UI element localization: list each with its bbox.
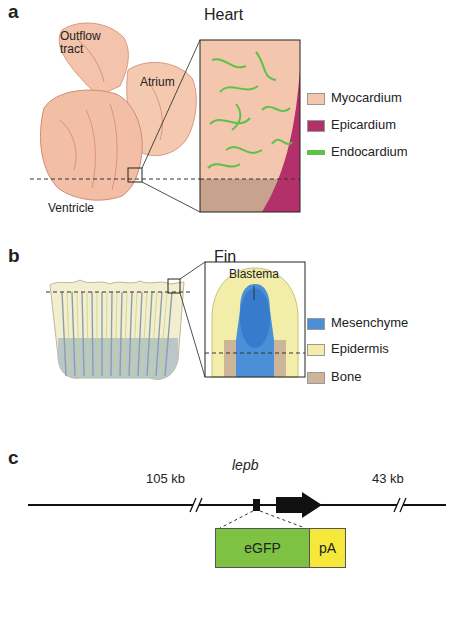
leader-line: [254, 286, 255, 300]
break-gap: [193, 498, 199, 512]
heart-texture: [60, 40, 162, 190]
inset-background: [205, 262, 305, 377]
box-text: eGFP: [244, 540, 281, 556]
distance-label: 43 kb: [372, 472, 432, 486]
part-label: Ventricle: [48, 202, 128, 215]
construct-box: pA: [309, 528, 346, 568]
fin-body: [50, 280, 184, 379]
zoom-line: [142, 40, 200, 168]
dashed-lead: [220, 511, 253, 528]
bone-right: [274, 340, 286, 377]
legend-swatch: [307, 93, 325, 105]
fin-drawing: [46, 262, 205, 379]
ventricle-shape: [40, 90, 142, 200]
dashed-lead: [260, 511, 305, 528]
legend-swatch: [307, 318, 325, 330]
fin-inset: [205, 262, 305, 377]
legend-swatch: [307, 150, 325, 155]
legend-text: Mesenchyme: [331, 316, 451, 330]
legend-swatch: [307, 344, 325, 356]
outflow-tract-shape: [59, 23, 128, 96]
zoom-line: [142, 182, 200, 212]
zoom-line: [180, 293, 205, 377]
inset-frame: [200, 40, 300, 212]
bone-left: [224, 340, 236, 377]
fin-rays: [62, 292, 172, 376]
mesenchyme: [236, 284, 274, 377]
epidermis-dome: [212, 268, 298, 377]
panel-title: Fin: [214, 248, 274, 266]
legend-text: Endocardium: [331, 145, 451, 159]
legend-text: Epidermis: [331, 342, 451, 356]
heart-inset: [200, 40, 300, 212]
distance-label: 105 kb: [146, 472, 216, 486]
part-label: Atrium: [140, 76, 200, 89]
break-gap: [397, 498, 403, 512]
part-label: Blastema: [229, 268, 299, 281]
inset-frame: [205, 262, 305, 377]
chromosome-line: [28, 504, 446, 506]
panel-title: Heart: [204, 6, 284, 24]
amputation-line: [205, 353, 305, 354]
locus-drawing: [28, 492, 446, 528]
construct-box: eGFP: [215, 528, 310, 568]
inset-marker: [168, 279, 180, 293]
break-mark: [394, 498, 406, 512]
legend-swatch: [307, 372, 325, 384]
legend-text: Myocardium: [331, 91, 451, 105]
panel-letter: a: [8, 2, 38, 23]
amputation-line: [200, 179, 300, 180]
box-text: pA: [319, 540, 336, 556]
blastema-core: [240, 288, 270, 348]
break-mark: [190, 498, 202, 512]
gene-arrow: [276, 492, 322, 518]
endocardium-lines: [208, 52, 292, 168]
insertion-site: [253, 499, 260, 511]
heart-drawing: [30, 23, 200, 212]
myocardium-area: [200, 40, 300, 212]
legend-swatch: [307, 120, 325, 132]
amputation-line: [30, 179, 200, 180]
legend-text: Bone: [331, 370, 451, 384]
inset-marker: [128, 168, 142, 182]
part-label: Outflow tract: [60, 30, 120, 56]
gene-name: lepb: [232, 458, 282, 473]
legend-text: Epicardium: [331, 118, 451, 132]
zoom-line: [180, 262, 205, 279]
panel-letter: b: [8, 246, 38, 267]
panel-letter: c: [8, 448, 38, 469]
fin-ray-tips: [67, 292, 167, 376]
